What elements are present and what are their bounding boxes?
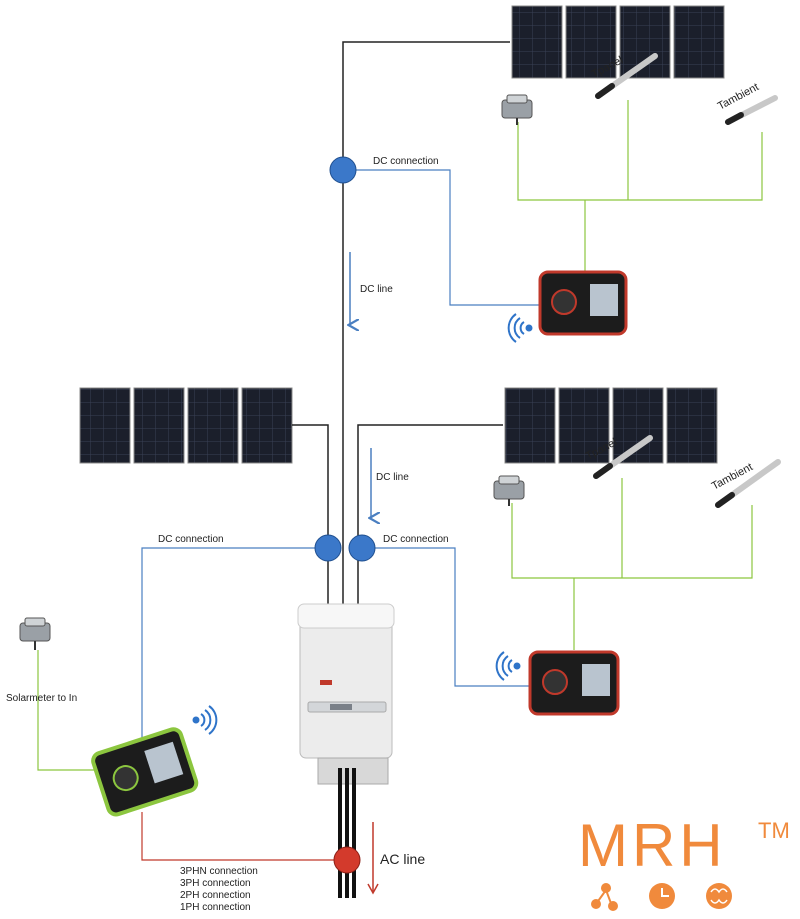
solar-panel — [673, 5, 725, 79]
dc-connection-label-mid: DC connection — [383, 534, 449, 545]
sensor-wires-mid — [511, 478, 753, 650]
dc-connector-left — [314, 534, 342, 562]
clock-icon — [649, 883, 675, 909]
connection-type-label: 2PH connection — [180, 890, 251, 901]
tambient-label-mid: Tambient — [710, 461, 755, 493]
wireless-icon — [495, 651, 521, 681]
inverter — [297, 603, 395, 785]
temperature-probe-icon — [593, 435, 653, 479]
sensor-wires-top — [517, 100, 763, 272]
solar-panel — [666, 387, 718, 464]
mrh-logo-tm: TM — [758, 818, 790, 843]
dc-connector-right — [348, 534, 376, 562]
irradiance-sensor-icon — [493, 475, 525, 506]
solar-panel — [619, 5, 671, 79]
dc-connector-top — [329, 156, 357, 184]
wireless-icon — [507, 313, 533, 343]
mrh-logo-text: MRH — [578, 812, 727, 879]
connection-type-label: 3PHN connection — [180, 866, 258, 877]
mrh-logo: MRH TM — [578, 812, 790, 911]
solar-panel — [565, 5, 617, 79]
solar-panel — [612, 387, 664, 464]
solarmeter-icon — [91, 727, 199, 817]
solarmeter-wire — [37, 650, 105, 771]
ac-cables — [338, 768, 356, 898]
temperature-probe-icon — [725, 95, 778, 125]
wireless-icon — [192, 705, 218, 735]
dc-connection-label-top: DC connection — [373, 156, 439, 167]
temperature-probe-icon — [715, 459, 781, 508]
ac-connection-wire — [141, 812, 340, 861]
solar-panel — [241, 387, 293, 464]
solar-panel — [133, 387, 185, 464]
dc-line-label-mid: DC line — [376, 472, 409, 483]
irradiance-sensor-icon — [501, 94, 533, 125]
solar-panel — [79, 387, 131, 464]
solar-panel — [558, 387, 610, 464]
solarmeter-label: Solarmeter to In — [6, 693, 77, 704]
solar-array-left — [79, 387, 293, 464]
dc-string-wires — [292, 41, 510, 610]
solar-array-right — [504, 387, 718, 464]
handheld-meter-icon — [538, 270, 628, 336]
connection-type-label: 3PH connection — [180, 878, 251, 889]
network-icon — [591, 883, 618, 911]
brain-icon — [706, 883, 732, 909]
ac-line-label: AC line — [380, 851, 425, 867]
solar-panel — [511, 5, 563, 79]
connection-type-label: 1PH connection — [180, 902, 251, 913]
ac-connector — [333, 846, 361, 874]
ac-line-arrowhead — [367, 883, 379, 895]
temperature-probe-icon — [595, 53, 658, 99]
dc-connection-wires — [141, 169, 540, 740]
handheld-meter-icon — [528, 650, 620, 716]
dc-line-label-top: DC line — [360, 284, 393, 295]
solar-panel — [187, 387, 239, 464]
solar-array-top — [511, 5, 725, 79]
solar-panel — [504, 387, 556, 464]
dc-connection-label-left: DC connection — [158, 534, 224, 545]
irradiance-sensor-icon — [19, 617, 51, 650]
